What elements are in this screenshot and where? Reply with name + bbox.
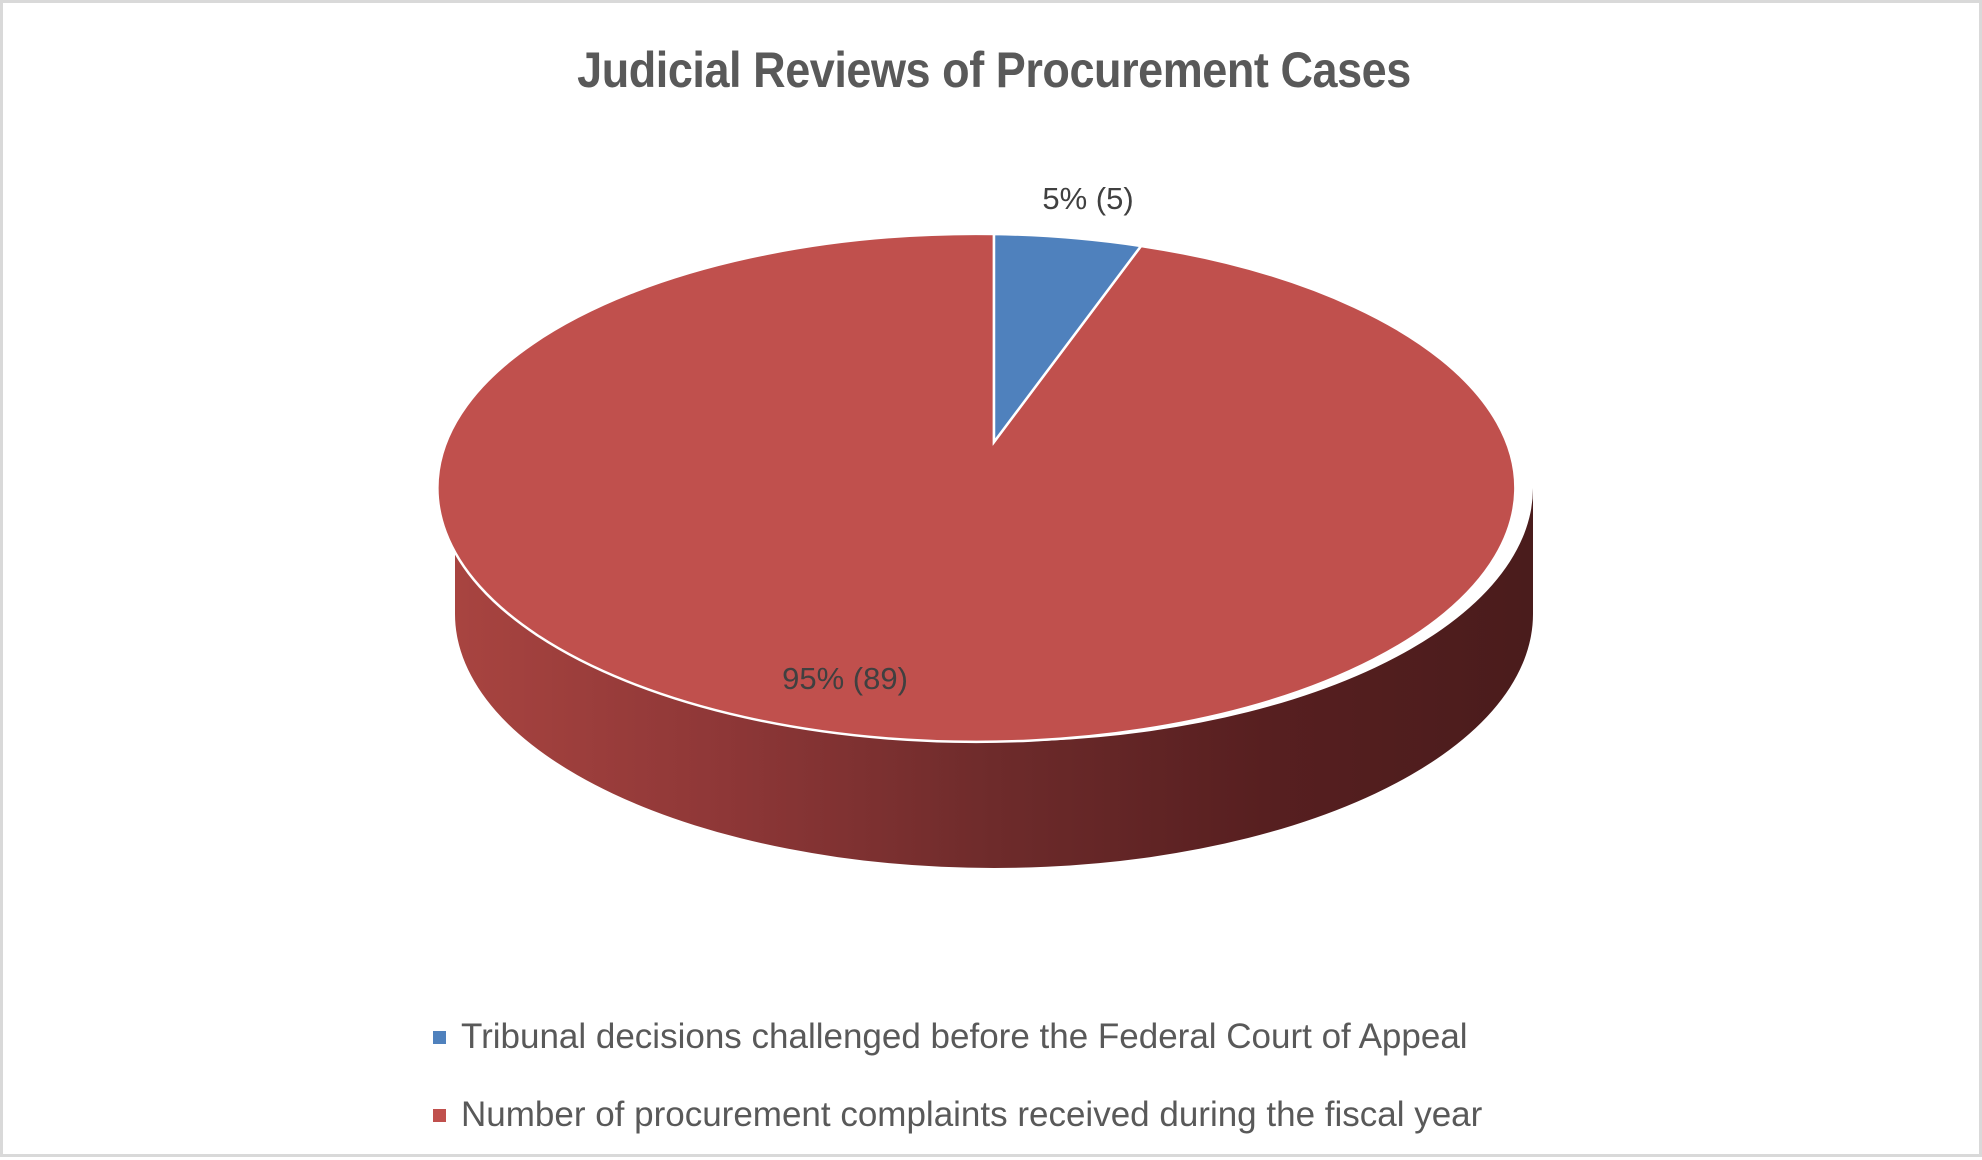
chart-title: Judicial Reviews of Procurement Cases xyxy=(577,42,1411,98)
legend-item-tribunal-decisions[interactable]: Tribunal decisions challenged before the… xyxy=(433,998,1482,1076)
pie-side-wall xyxy=(455,488,1533,868)
legend-item-complaints[interactable]: Number of procurement complaints receive… xyxy=(433,1076,1482,1154)
pie-chart xyxy=(436,232,1533,868)
legend-label: Tribunal decisions challenged before the… xyxy=(461,1017,1468,1056)
data-label-tribunal-decisions: 5% (5) xyxy=(1042,181,1134,216)
chart-legend: Tribunal decisions challenged before the… xyxy=(433,998,1482,1154)
data-label-complaints: 95% (89) xyxy=(782,661,908,696)
legend-marker-blue xyxy=(433,1030,446,1044)
legend-label: Number of procurement complaints receive… xyxy=(461,1095,1483,1134)
legend-marker-red xyxy=(433,1108,446,1122)
pie-slice-complaints[interactable] xyxy=(436,232,1517,744)
pie-slice-tribunal-decisions[interactable] xyxy=(992,232,1144,446)
